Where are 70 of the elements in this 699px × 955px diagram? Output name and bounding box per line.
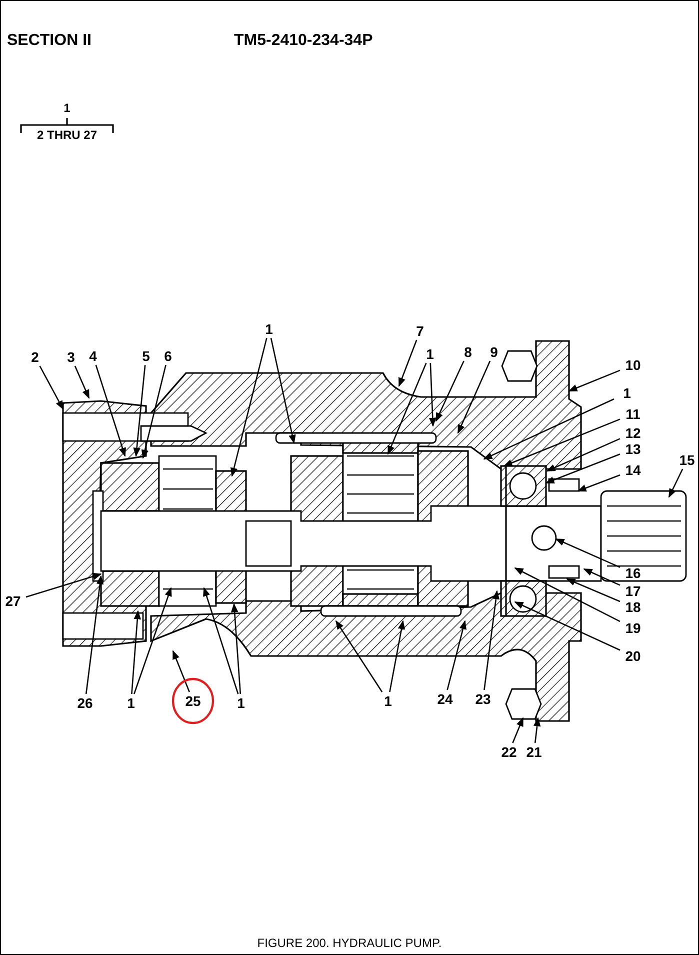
leader-line [546,438,620,472]
callout-number: 19 [620,619,646,637]
leader-line [389,620,406,692]
callout-number: 13 [620,440,646,458]
leader-line [141,364,166,459]
callout-number: 22 [496,743,522,761]
leader-line [514,567,620,622]
section-heading: SECTION II [7,32,92,50]
leader-line [566,578,620,602]
leader-line [577,474,620,492]
leader-line [270,338,296,444]
callout-number: 21 [521,743,547,761]
leader-line [230,338,268,477]
leader-line [503,418,620,467]
leader-line [133,587,172,694]
callout-number: 16 [620,564,646,582]
callout-number: 12 [620,424,646,442]
callout-number: 26 [72,694,98,712]
leader-line [484,590,500,690]
leader-line [133,364,146,457]
leader-line [555,538,620,568]
callout-number: 10 [620,356,646,374]
leader-line [514,601,620,651]
leader-line [568,370,620,392]
callout-number: 1 [118,694,144,712]
callout-number: 2 [22,348,48,366]
callout-number: 7 [407,322,433,340]
leader-line [668,468,684,498]
callout-number: 23 [470,690,496,708]
leader-line [583,568,620,586]
callout-number: 1 [375,692,401,710]
callout-number: 24 [432,690,458,708]
leader-line [335,620,383,692]
callout-number: 18 [620,598,646,616]
manual-number: TM5-2410-234-34P [234,32,373,50]
leader-line [95,364,126,457]
leader-line [429,362,436,427]
leader-line [512,717,524,744]
leader-line [85,575,104,694]
leader-line [533,717,541,744]
callout-number: 11 [620,405,646,423]
leader-line [131,610,141,694]
leader-line [483,398,614,460]
callout-number: 17 [620,582,646,600]
callout-number: 8 [455,343,481,361]
leader-line [39,366,64,410]
figure-caption: FIGURE 200. HYDRAULIC PUMP. [256,936,443,950]
leader-line [230,603,242,694]
callout-number: 9 [481,343,507,361]
leader-line [398,340,418,387]
leader-line [545,454,620,484]
callout-number: 20 [620,647,646,665]
callout-number: 25 [180,692,206,710]
callout-number: 1 [614,384,640,402]
callout-number: 1 [417,345,443,363]
callout-number: 27 [1,592,26,610]
leader-line [435,360,464,422]
callout-number: 15 [674,451,698,469]
leader-line [446,620,466,690]
callout-number: 14 [620,461,646,479]
leader-line [74,366,90,399]
leader-line [26,572,102,598]
callout-number: 1 [228,694,254,712]
leader-line [172,650,190,692]
leader-line [457,360,491,434]
leader-line [203,587,239,694]
callout-number: 1 [64,101,70,115]
callout-number: 1 [256,320,282,338]
leader-line [387,362,427,455]
item-range-label: 2 THRU 27 [36,128,98,142]
